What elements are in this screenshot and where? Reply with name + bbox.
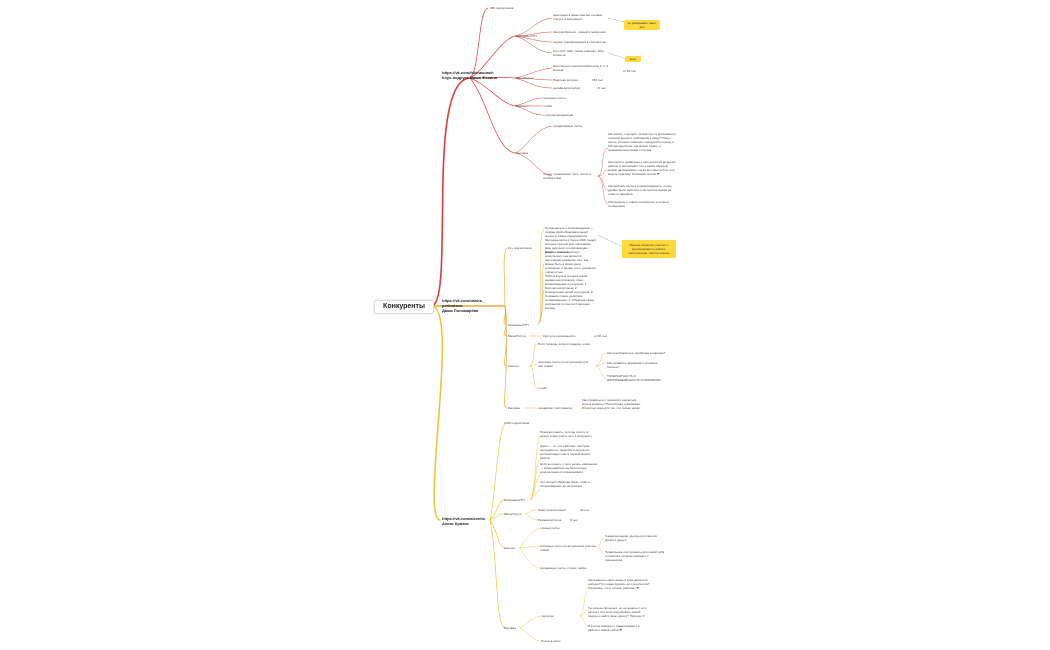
b3-ads[interactable]: Реклама: [504, 626, 517, 630]
b1-ads-2[interactable]: только "разморозка" сети, посты в сообще…: [543, 172, 591, 180]
branch-3-hub[interactable]: https://vk.com/alexeila Алекс Кризис: [442, 516, 485, 526]
b1-price-3[interactable]: онлайн-встреча/чат: [553, 86, 581, 90]
b1-ads-2-3[interactable]: Как выбрать коуча и в каком варианте, чт…: [608, 184, 672, 196]
b2-content[interactable]: Контент: [508, 364, 520, 368]
b3-description[interactable]: Описание/УТП: [504, 498, 525, 502]
branch-1-trunk: [431, 77, 471, 307]
b2-price[interactable]: Мини/Услуги: [508, 334, 526, 338]
b1-ads-2-1[interactable]: Как узнать, подходит ли мне коуч и вписы…: [608, 132, 676, 152]
b3-subscribers[interactable]: 1066 подписчиков: [504, 421, 530, 425]
branch-1-connectors: [431, 7, 625, 307]
b2-content-2-3[interactable]: ТОЛЕРАНТНОСТЬ К НЕОПРЕДЕЛЁННОСТИ И КРИЗИ…: [607, 374, 661, 382]
b1-ads-2-2[interactable]: Как найти и правильно с ним делиться во …: [608, 160, 676, 176]
b3-content[interactable]: Контент: [504, 546, 516, 550]
branch-2-link[interactable]: https://vk.com/dasha__: [442, 298, 487, 303]
b3-ads-1[interactable]: таргетинг: [541, 614, 555, 618]
branch-1-hub[interactable]: https://vk.com/fokinacoach Коуч-подруга …: [442, 70, 497, 80]
b1-ads[interactable]: Реклама: [516, 151, 529, 155]
b3-price-1[interactable]: Пакет консультаций: [538, 508, 566, 512]
b1-ads-2-4[interactable]: Обсуждение и ответы на вопросы в личных …: [608, 200, 669, 208]
b1-desc-4[interactable]: Коуч ICC, 900+ часов практики, 200+ клие…: [553, 49, 605, 57]
branch-1-link[interactable]: https://vk.com/fokinacoach: [442, 70, 494, 75]
b3-desc-1[interactable]: Помогаю понять, чего вы хотите от жизни,…: [540, 430, 592, 438]
b3-ads-1-3[interactable]: Я в этом поможет с изменениями и в работ…: [588, 624, 640, 632]
b3-content-2[interactable]: полезные посты по актуальным для нее тем…: [540, 544, 597, 552]
b2-price-1-value: от 50 тыс: [594, 334, 608, 338]
b2-desc-1[interactable]: Путеводитель и сопровождение — создаю св…: [545, 226, 597, 254]
b1-desc-3[interactable]: оценка трансформации в этих местах: [553, 40, 606, 44]
b2-subscribers[interactable]: 1К+ подписчиков: [508, 246, 532, 250]
b3-ads-1-1[interactable]: Как изменить свою жизнь и куда двигаться…: [588, 578, 650, 590]
b1-desc-1[interactable]: адаптация в новых местах и новом статусе…: [553, 13, 603, 21]
b2-highlight-box[interactable]: Мнение клиентов, контент с результатами …: [622, 240, 676, 258]
b1-description[interactable]: Описание/УТП: [516, 34, 537, 38]
b3-content-2-1[interactable]: Самая выгодная сделка для клиента: время…: [605, 534, 658, 542]
b1-price[interactable]: Мини/Услуги: [516, 76, 534, 80]
b1-ads-1[interactable]: продвигаемые посты: [553, 124, 583, 128]
b3-price-1-value: 40 тыс: [580, 508, 590, 512]
branch-2-link-tail[interactable]: perkratova: [442, 303, 463, 308]
branch-3-name: Алекс Кризис: [442, 521, 469, 526]
b3-desc-3[interactable]: Если вы ищете, с чего начать изменения, …: [540, 462, 598, 474]
b3-content-3[interactable]: продающие посты, сторис, кейсы: [540, 566, 587, 570]
b3-ads-1-2[interactable]: Ты хочешь большего, но не знаешь с чего …: [588, 606, 647, 618]
b3-content-1[interactable]: личные посты: [540, 526, 560, 530]
branch-3-link[interactable]: https://vk.com/alexeila: [442, 516, 485, 521]
b1-tag-2[interactable]: (нет): [625, 56, 641, 62]
b1-content-2[interactable]: о себе: [543, 104, 552, 108]
b1-desc-2[interactable]: Как разобраться - Новый в эмиграции: [553, 30, 606, 34]
root-node[interactable]: Конкуренты: [374, 300, 434, 314]
b2-desc-2[interactable]: Даша — настоящий коуч-консультант, она я…: [545, 250, 597, 274]
b2-desc-3[interactable]: Работа коуча в четырёх шагах: первая кон…: [545, 274, 595, 310]
b2-content-1[interactable]: Пост, помощь, вопрос-подарок, опрос: [538, 342, 591, 346]
b2-ads-1-1[interactable]: Как справиться с тревогой и научиться жи…: [582, 398, 641, 410]
b1-content-3[interactable]: о услугах/продающий: [543, 113, 574, 117]
b1-price-1[interactable]: Бесплатная стратсессия/встреча 2, 3, 4 м…: [553, 64, 609, 72]
branch-2-connectors: [431, 227, 626, 409]
b1-price-2-value: 150 тыс: [592, 78, 603, 82]
branch-1-name: Коуч-подруга Маша Фокина: [442, 75, 497, 80]
b3-desc-2[interactable]: Здесь — то, что работает: быстрые инстру…: [540, 444, 590, 460]
b2-price-1[interactable]: Курс для осознанности: [543, 334, 576, 338]
b1-content[interactable]: Контент: [516, 104, 528, 108]
b3-desc-4[interactable]: Что после? Обратная связь, план и сопров…: [540, 480, 590, 488]
b1-price-2[interactable]: Пакетная встреча: [553, 78, 578, 82]
b2-description[interactable]: Описание/УТП: [508, 323, 529, 327]
b2-content-2-2[interactable]: Как управлять временем и успевать больше…: [607, 361, 658, 369]
b3-price-2-value: 8 тыс: [570, 518, 578, 522]
branch-3-connectors: [431, 305, 605, 642]
branch-3-trunk: [431, 305, 444, 521]
b2-content-2[interactable]: полезные посты по актуальным для неё тем…: [538, 360, 589, 368]
b1-tag-1[interactable]: не раскрывает пакет все: [624, 20, 660, 30]
b3-price-2[interactable]: Разовая встреча: [538, 518, 562, 522]
b3-price[interactable]: Мини/Услуги: [504, 512, 522, 516]
b1-price-1-value: от 50 тыс: [623, 69, 637, 73]
b3-content-2-2[interactable]: Правильные инструменты для самой себя и …: [605, 550, 665, 562]
branch-2-hub[interactable]: https://vk.com/dasha__ perkratova Даша П…: [442, 298, 486, 313]
b2-ads-1[interactable]: продвигает пост/заметку: [538, 406, 573, 410]
b1-content-1[interactable]: полезные посты: [543, 96, 566, 100]
b1-price-3-value: 8 тыс: [598, 86, 606, 90]
b3-ads-2[interactable]: Посты в сетях: [541, 639, 561, 643]
b2-ads[interactable]: Реклама: [508, 406, 521, 410]
b2-content-2-1[interactable]: Как преобразиться, проблемы в карьере?: [607, 351, 666, 355]
branch-2-name: Даша Пономарёва: [442, 308, 479, 313]
b2-content-3[interactable]: о себе: [538, 386, 547, 390]
b1-subscribers[interactable]: 460 подписчиков: [490, 6, 514, 10]
